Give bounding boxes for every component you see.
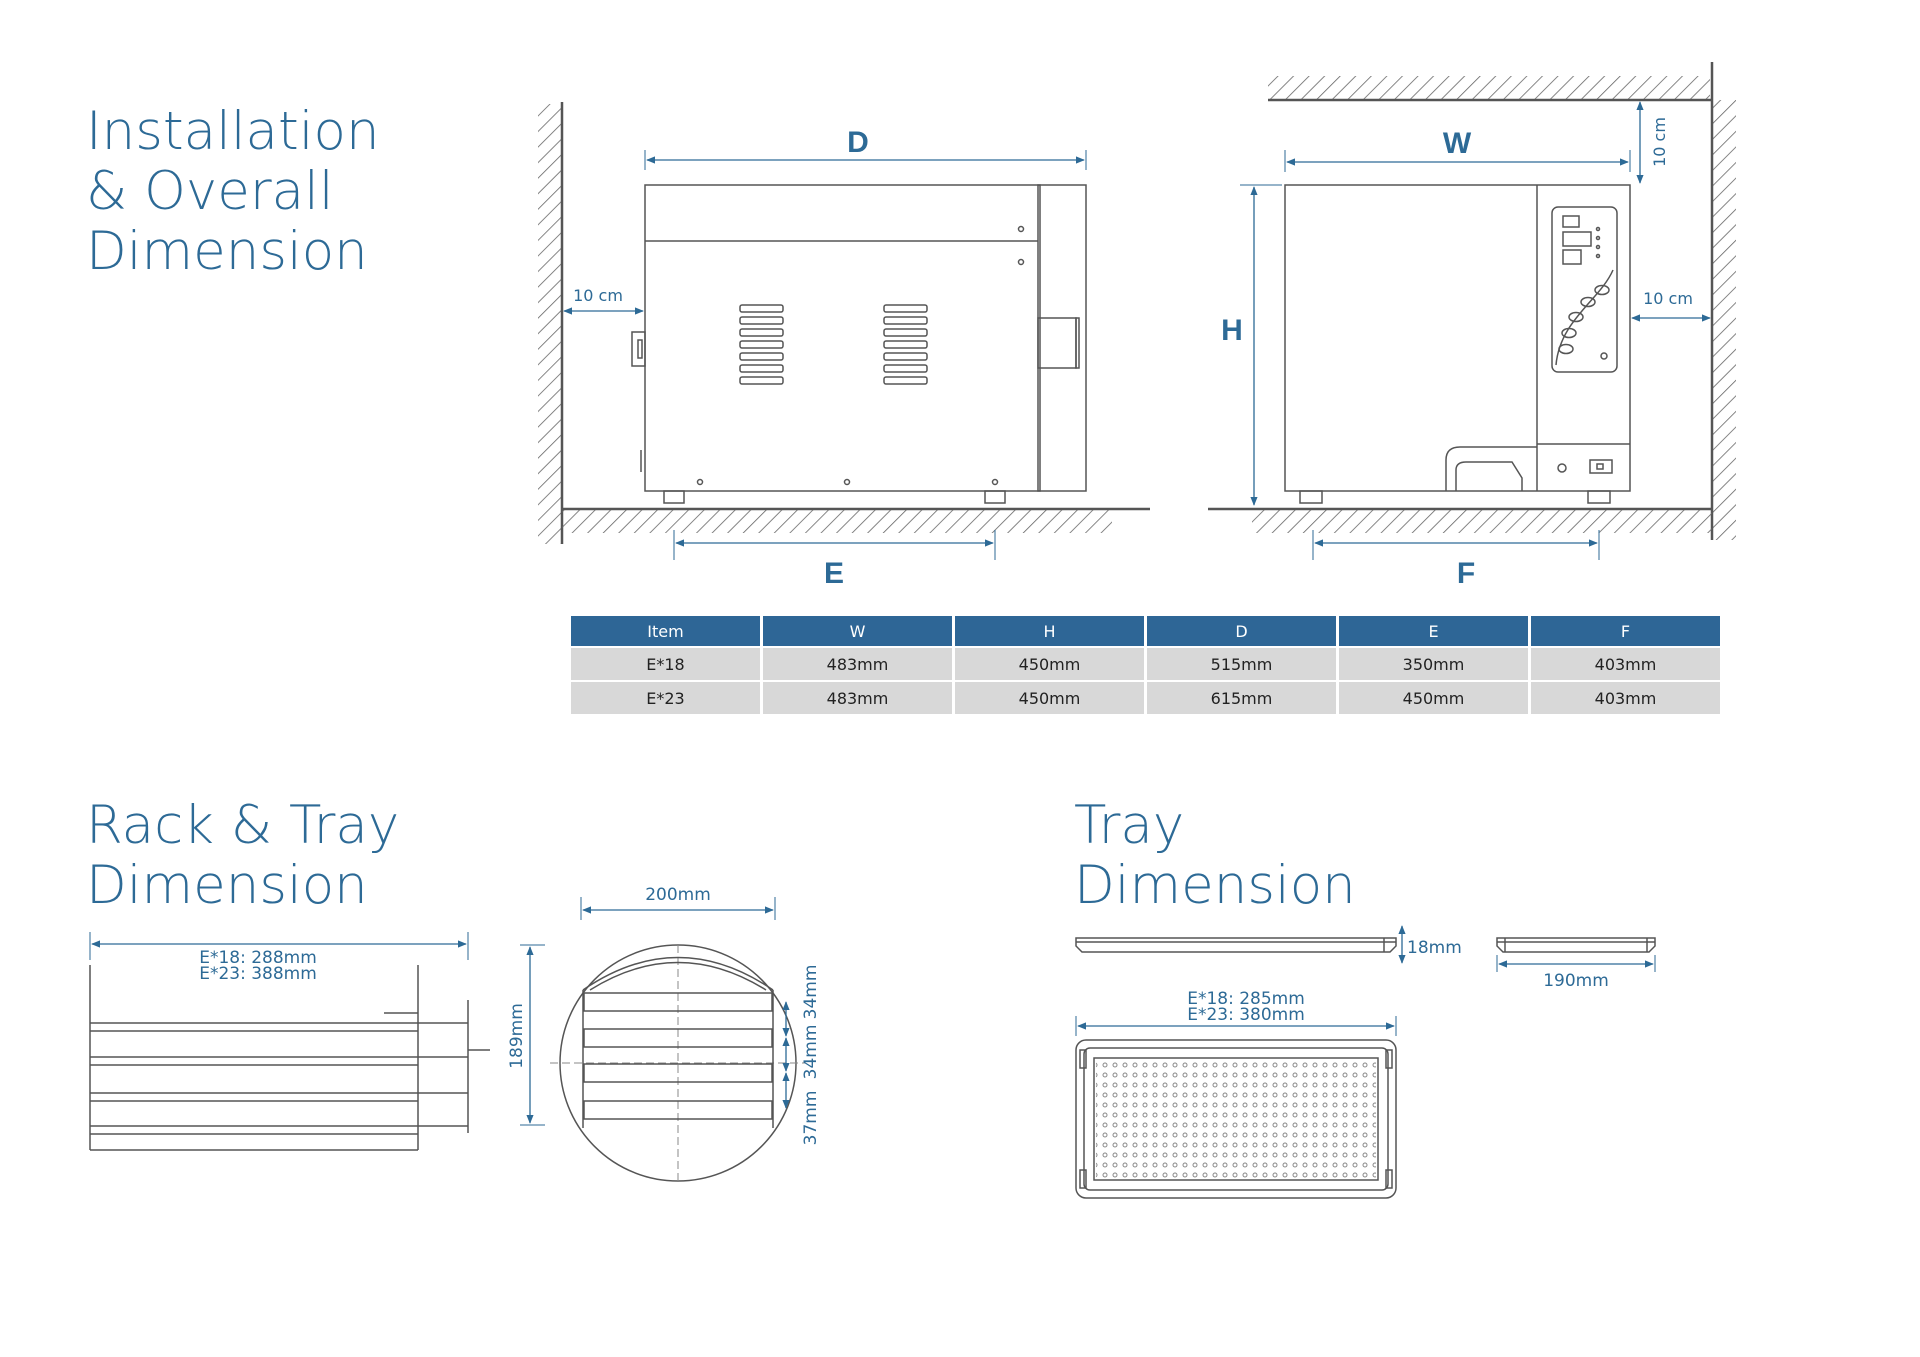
table-cell: E*18 xyxy=(571,648,760,680)
table-cell: 350mm xyxy=(1339,648,1528,680)
table-row: E*23 483mm 450mm 615mm 450mm 403mm xyxy=(571,682,1720,714)
table-cell: 483mm xyxy=(763,682,952,714)
rack-front-view: 200mm 189mm 34mm 34mm 37mm xyxy=(507,885,821,1182)
tray-views: 18mm 190mm E*18: 285mm E*23: 380mm xyxy=(1075,925,1656,1199)
rack-width-label: 200mm xyxy=(645,885,711,905)
header-item: Item xyxy=(571,616,760,646)
side-wall-hatch xyxy=(538,104,562,544)
table-cell: E*23 xyxy=(571,682,760,714)
tray-length-e18: E*18: 285mm xyxy=(1187,989,1305,1009)
label-f: F xyxy=(1457,557,1475,590)
label-d: D xyxy=(847,126,869,159)
side-device xyxy=(631,184,1087,504)
tray-end-profile xyxy=(1496,937,1656,953)
table-cell: 450mm xyxy=(1339,682,1528,714)
header-f: F xyxy=(1531,616,1720,646)
header-w: W xyxy=(763,616,952,646)
tray-perforation xyxy=(1096,1060,1376,1178)
header-d: D xyxy=(1147,616,1336,646)
tray-top-view xyxy=(1075,1039,1397,1199)
front-floor-hatch xyxy=(1252,509,1712,533)
front-device xyxy=(1284,184,1631,504)
header-h: H xyxy=(955,616,1144,646)
table-cell: 403mm xyxy=(1531,682,1720,714)
label-h: H xyxy=(1221,314,1243,347)
tray-side-profile xyxy=(1075,937,1397,953)
table-row: E*18 483mm 450mm 515mm 350mm 403mm xyxy=(571,648,1720,680)
right-clearance-label: 10 cm xyxy=(1643,289,1693,308)
rack-gap-1-label: 34mm xyxy=(801,965,821,1020)
label-e: E xyxy=(824,557,844,590)
tray-title: Tray Dimension xyxy=(1074,795,1356,916)
dimension-spec-table: Item W H D E F E*18 483mm 450mm 515mm 35… xyxy=(568,614,1723,716)
rack-gap-3-label: 37mm xyxy=(801,1091,821,1146)
tray-width-label: 190mm xyxy=(1543,971,1609,991)
table-cell: 403mm xyxy=(1531,648,1720,680)
header-e: E xyxy=(1339,616,1528,646)
side-floor-hatch xyxy=(562,509,1112,533)
front-wall-hatch xyxy=(1712,100,1736,540)
front-view: W H F 10 cm 10 cm xyxy=(1208,62,1736,590)
rack-length-e18: E*18: 288mm xyxy=(199,948,317,968)
rack-height-label: 189mm xyxy=(507,1003,527,1069)
rack-length-e23: E*23: 388mm xyxy=(199,964,317,984)
table-cell: 615mm xyxy=(1147,682,1336,714)
table-cell: 450mm xyxy=(955,648,1144,680)
tray-height-label: 18mm xyxy=(1407,938,1462,958)
front-ceiling-hatch xyxy=(1268,76,1710,100)
table-cell: 515mm xyxy=(1147,648,1336,680)
rack-gap-2-label: 34mm xyxy=(801,1025,821,1080)
table-cell: 483mm xyxy=(763,648,952,680)
side-clearance-label: 10 cm xyxy=(573,286,623,305)
label-w: W xyxy=(1443,127,1472,160)
installation-title: Installation & Overall Dimension xyxy=(86,101,380,282)
top-clearance-label: 10 cm xyxy=(1650,117,1669,167)
table-cell: 450mm xyxy=(955,682,1144,714)
side-view: D E 10 cm xyxy=(538,102,1150,590)
table-header-row: Item W H D E F xyxy=(571,616,1720,646)
rack-tray-title: Rack & Tray Dimension xyxy=(86,795,400,916)
tray-length-e23: E*23: 380mm xyxy=(1187,1005,1305,1025)
rack-side-view: E*18: 288mm E*23: 388mm xyxy=(89,932,490,1151)
